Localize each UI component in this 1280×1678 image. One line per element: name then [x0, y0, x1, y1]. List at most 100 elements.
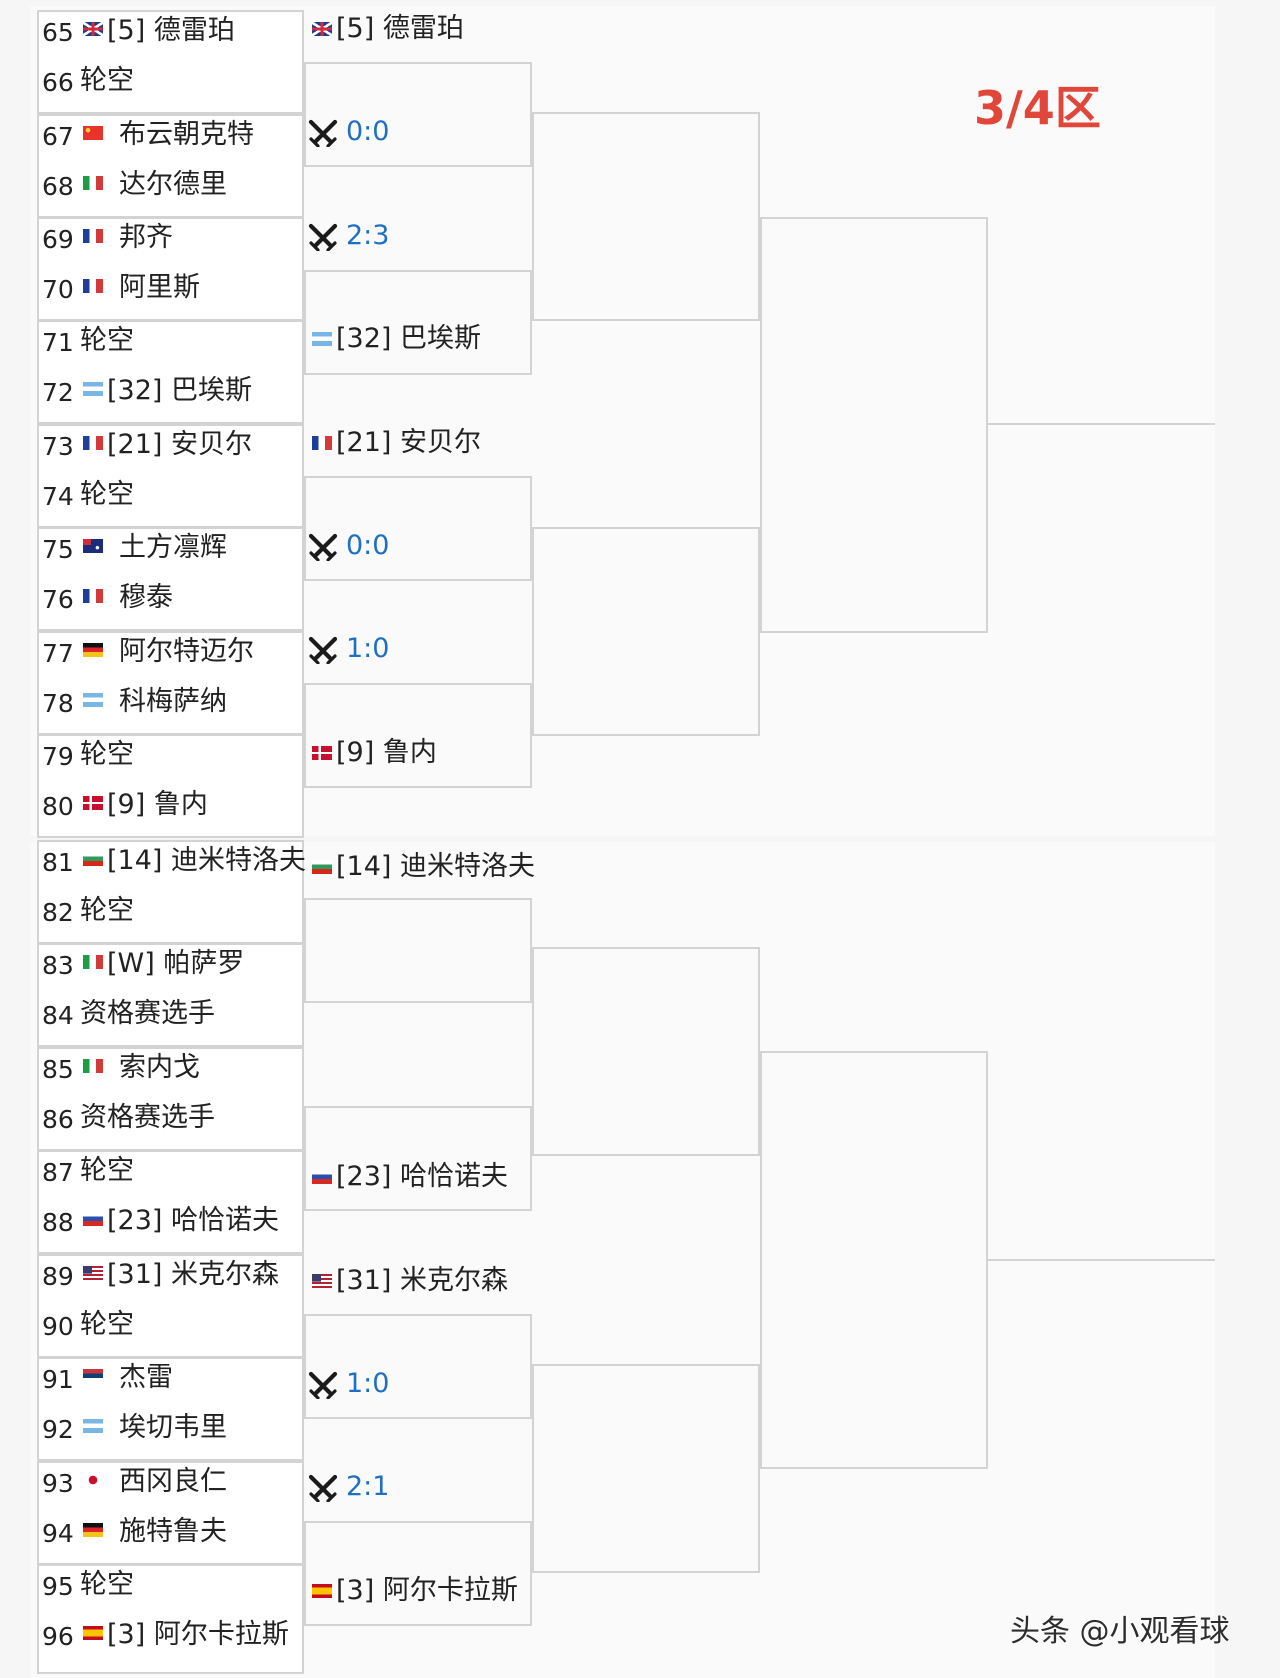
- gb-flag-icon: [312, 22, 332, 36]
- flag-fill: [83, 229, 103, 243]
- us-flag-icon: [312, 1274, 332, 1288]
- flag-fill: [83, 1369, 103, 1383]
- flag-fill: [83, 1473, 103, 1487]
- player-name: [W] 帕萨罗: [107, 948, 245, 979]
- es-flag-icon: [312, 1584, 332, 1598]
- fr-flag-icon: [83, 589, 103, 603]
- match-score: 0:0: [346, 116, 390, 147]
- flag-fill: [83, 1626, 103, 1640]
- player-slot-number: 84: [42, 1001, 74, 1030]
- round2-player-name: [31] 米克尔森: [336, 1265, 509, 1296]
- player-slot-number: 85: [42, 1055, 74, 1084]
- gb-flag-icon: [83, 22, 103, 36]
- flag-fill: [83, 1266, 103, 1280]
- dk-flag-icon: [83, 796, 103, 810]
- bye-or-qualifier-label: 轮空: [80, 479, 134, 510]
- player-slot-number: 78: [42, 689, 74, 718]
- player-slot-number: 65: [42, 18, 74, 47]
- player-name: 达尔德里: [119, 169, 227, 200]
- flag-fill: [83, 643, 103, 657]
- player-slot-number: 72: [42, 378, 74, 407]
- crossed-swords-icon: [308, 223, 338, 252]
- crossed-swords-glyph: [308, 533, 338, 562]
- flag-fill: [83, 539, 103, 553]
- round2-match-box: [304, 476, 532, 581]
- crossed-swords-icon: [308, 119, 338, 148]
- player-slot-number: 67: [42, 122, 74, 151]
- player-name: 阿尔特迈尔: [119, 636, 254, 667]
- round1-match-box: [37, 527, 304, 631]
- cn-flag-icon: [83, 126, 103, 140]
- round3-match-box: [532, 1364, 760, 1573]
- round2-player-name: [9] 鲁内: [336, 737, 437, 768]
- round1-match-box: [37, 943, 304, 1047]
- crossed-swords-glyph: [308, 119, 338, 148]
- ar-flag-icon: [83, 1419, 103, 1433]
- bye-or-qualifier-label: 轮空: [80, 325, 134, 356]
- match-score: 1:0: [346, 633, 390, 664]
- player-slot-number: 71: [42, 328, 74, 357]
- round1-match-box: [37, 114, 304, 218]
- it-flag-icon: [83, 955, 103, 969]
- flag-fill: [83, 693, 103, 707]
- crossed-swords-glyph: [308, 1371, 338, 1400]
- fr-flag-icon: [83, 229, 103, 243]
- rs-flag-icon: [83, 1369, 103, 1383]
- round4-match-box: [760, 217, 988, 633]
- it-flag-icon: [83, 176, 103, 190]
- round2-player-name: [3] 阿尔卡拉斯: [336, 1575, 518, 1606]
- round2-match-box: [304, 683, 532, 788]
- au-flag-icon: [83, 539, 103, 553]
- round1-match-box: [37, 320, 304, 424]
- round2-player-name: [21] 安贝尔: [336, 427, 482, 458]
- round1-match-box: [37, 734, 304, 838]
- bye-or-qualifier-label: 资格赛选手: [80, 1102, 215, 1133]
- player-slot-number: 77: [42, 639, 74, 668]
- fr-flag-icon: [83, 436, 103, 450]
- player-slot-number: 70: [42, 275, 74, 304]
- player-slot-number: 95: [42, 1572, 74, 1601]
- fr-flag-icon: [83, 279, 103, 293]
- player-slot-number: 86: [42, 1105, 74, 1134]
- player-name: 施特鲁夫: [119, 1516, 227, 1547]
- round1-match-box: [37, 1357, 304, 1461]
- player-slot-number: 83: [42, 951, 74, 980]
- it-flag-icon: [83, 1059, 103, 1073]
- bracket-line: [988, 1259, 1215, 1261]
- player-name: 土方凛辉: [119, 532, 227, 563]
- bg-flag-icon: [83, 852, 103, 866]
- player-slot-number: 82: [42, 898, 74, 927]
- round2-match-box: [304, 62, 532, 167]
- player-name: [32] 巴埃斯: [107, 375, 253, 406]
- player-slot-number: 87: [42, 1158, 74, 1187]
- round1-match-box: [37, 1150, 304, 1254]
- us-flag-icon: [83, 1266, 103, 1280]
- round1-match-box: [37, 217, 304, 321]
- flag-fill: [83, 1419, 103, 1433]
- player-slot-number: 81: [42, 848, 74, 877]
- player-name: [21] 安贝尔: [107, 429, 253, 460]
- player-slot-number: 66: [42, 68, 74, 97]
- player-slot-number: 89: [42, 1262, 74, 1291]
- section-title: 3/4区: [974, 81, 1101, 135]
- player-slot-number: 74: [42, 482, 74, 511]
- player-name: 科梅萨纳: [119, 686, 227, 717]
- round2-match-box: [304, 1314, 532, 1419]
- match-score: 2:3: [346, 220, 390, 251]
- match-score: 2:1: [346, 1471, 390, 1502]
- ar-flag-icon: [83, 382, 103, 396]
- de-flag-icon: [83, 1523, 103, 1537]
- player-name: [3] 阿尔卡拉斯: [107, 1619, 289, 1650]
- es-flag-icon: [83, 1626, 103, 1640]
- fr-flag-icon: [312, 436, 332, 450]
- round1-match-box: [37, 840, 304, 944]
- round2-match-box: [304, 270, 532, 375]
- round1-match-box: [37, 631, 304, 735]
- player-name: 布云朝克特: [119, 119, 254, 150]
- flag-fill: [83, 1523, 103, 1537]
- flag-fill: [312, 860, 332, 874]
- flag-fill: [83, 126, 103, 140]
- player-slot-number: 94: [42, 1519, 74, 1548]
- flag-fill: [312, 22, 332, 36]
- player-name: 邦齐: [119, 222, 173, 253]
